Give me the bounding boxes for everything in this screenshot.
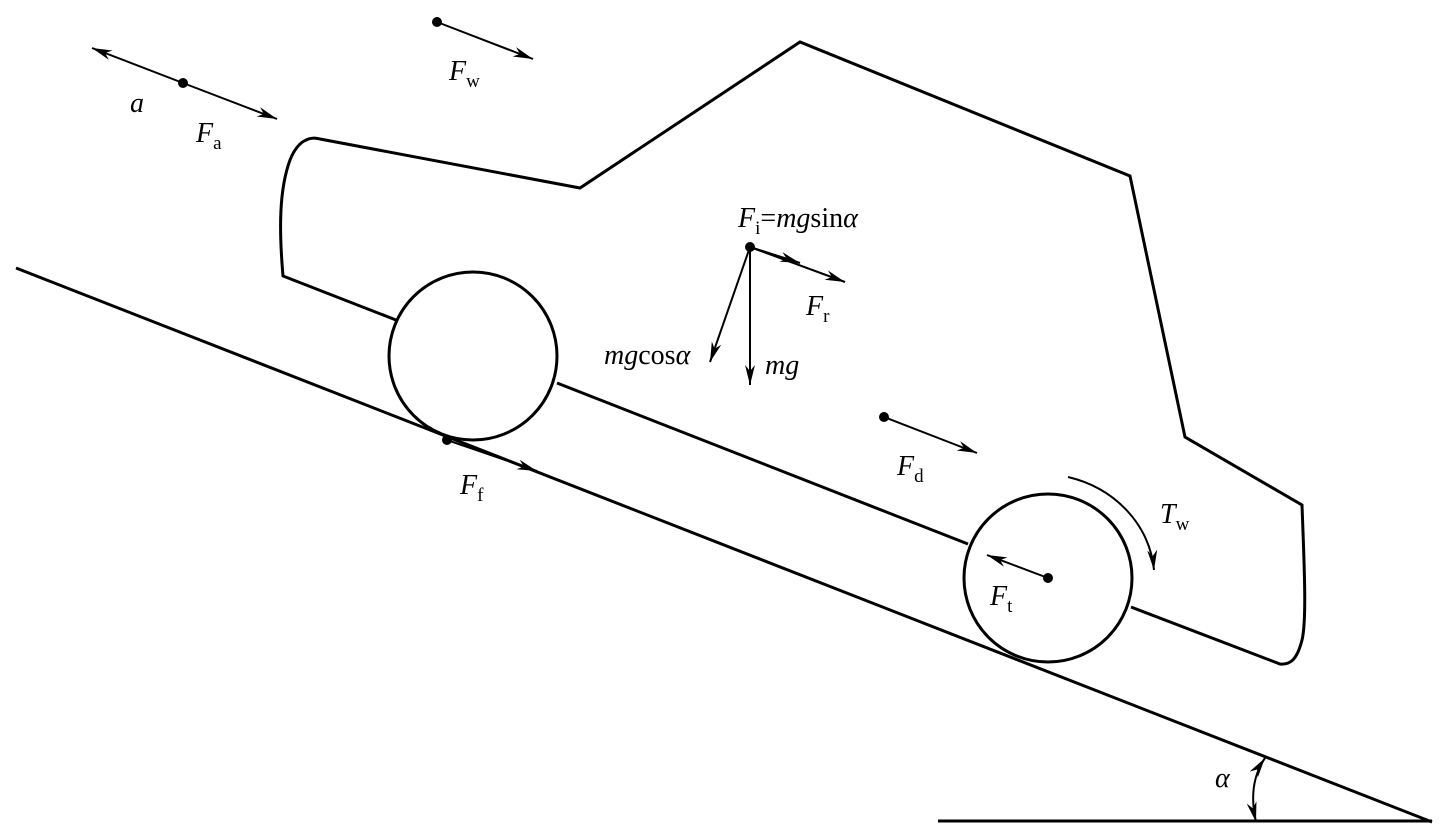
Ft-label: Ft: [989, 581, 1013, 617]
front-wheel: [962, 492, 1134, 664]
Ff-arrow: [446, 439, 538, 472]
Ft-arrow: [986, 554, 1049, 579]
Fd-label: Fd: [896, 451, 924, 487]
Fa-arrow: [182, 82, 278, 120]
alpha-label: α: [1215, 763, 1231, 794]
mgcos-arrow: [709, 246, 751, 363]
cg-point: [745, 242, 755, 252]
rear-wheel: [387, 270, 559, 442]
acceleration-label: a: [130, 88, 144, 119]
Fi-label: Fi=mgsinα: [737, 203, 859, 239]
mg-label: mg: [765, 350, 799, 381]
alpha-angle-arc: [1246, 757, 1266, 823]
Fa-point: [178, 78, 188, 88]
Fw-point: [432, 17, 442, 27]
Fr-label: Fr: [805, 291, 830, 327]
Fd-arrow: [883, 416, 978, 454]
Fw-arrow: [436, 21, 534, 60]
Ff-label: Ff: [459, 470, 484, 506]
Fw-label: Fw: [448, 56, 480, 92]
acceleration-arrow: [91, 47, 184, 84]
Ft-point: [1043, 573, 1053, 583]
car-body: [279, 40, 1307, 666]
Fd-point: [879, 412, 889, 422]
mgcos-label: mgcosα: [604, 340, 692, 371]
Tw-label: Tw: [1160, 499, 1190, 535]
Fr-arrow: [749, 246, 846, 283]
Fa-label: Fa: [195, 118, 222, 154]
Ff-point: [442, 435, 452, 445]
incline-line: [15, 266, 1433, 824]
Tw-torque-arc: [1067, 476, 1158, 571]
